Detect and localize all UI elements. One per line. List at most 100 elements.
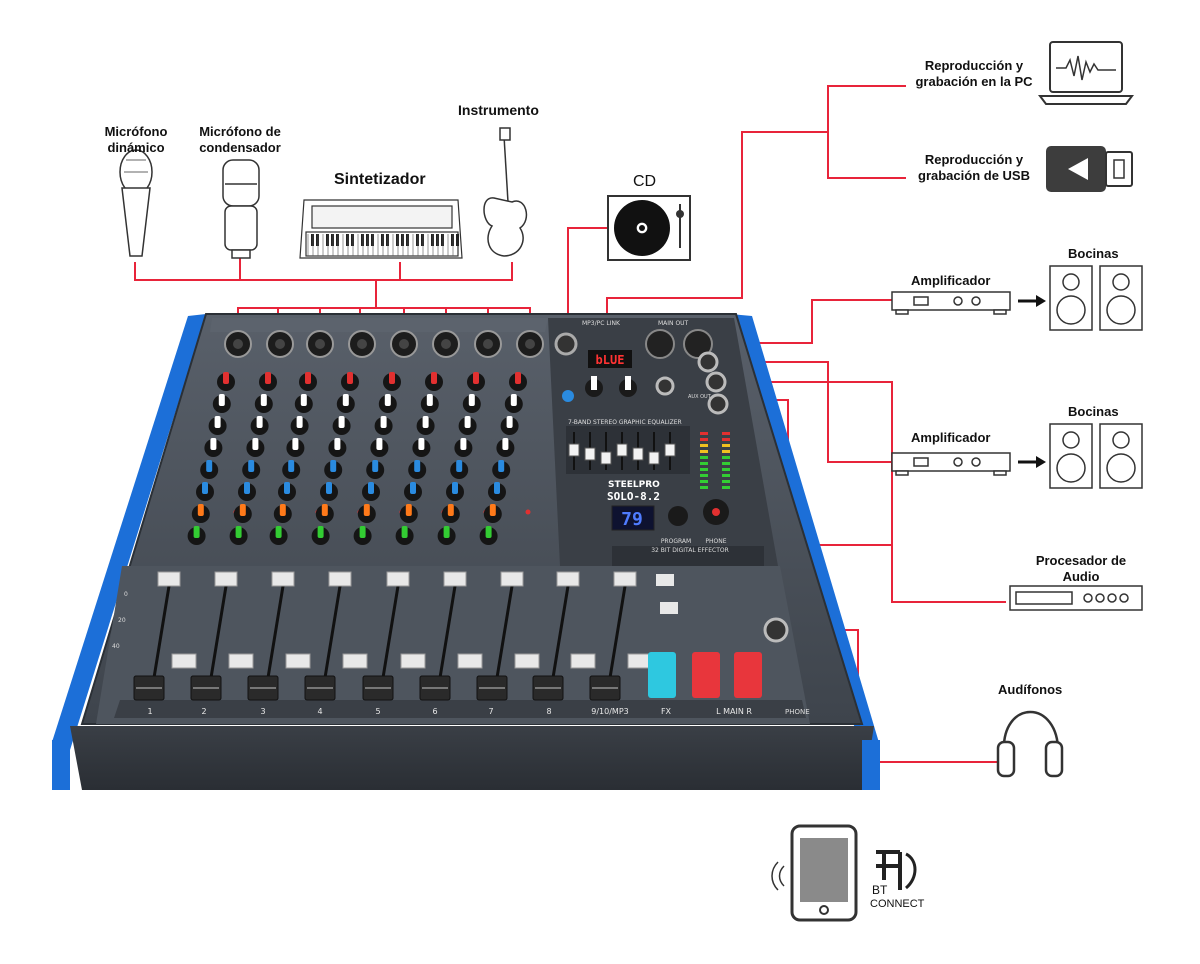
synth-black-key	[421, 234, 424, 246]
fx-aux-button	[656, 574, 674, 586]
channel-fader	[133, 571, 197, 701]
bt-label: BT	[872, 883, 888, 897]
bluetooth-icon	[876, 850, 917, 890]
synth-black-key	[456, 234, 459, 246]
synth-black-key	[351, 234, 354, 246]
channel-number-label: 7	[488, 707, 493, 716]
channel-strip	[395, 330, 460, 545]
knob-indicator	[447, 504, 454, 516]
knob-indicator	[239, 504, 246, 516]
meter-led	[722, 462, 730, 465]
synth-black-key	[436, 234, 439, 246]
knob-indicator	[338, 416, 345, 428]
speaker-icon	[1049, 423, 1143, 489]
amplifier-1-label: Amplificador	[911, 273, 991, 288]
knob-indicator	[202, 482, 208, 494]
knob-indicator	[256, 416, 263, 428]
knob-indicator	[389, 372, 395, 384]
knob-indicator	[456, 460, 463, 472]
channel-fader	[304, 571, 368, 701]
knob-indicator	[326, 482, 332, 494]
knob-indicator	[235, 526, 242, 538]
synth-black-key	[386, 234, 389, 246]
knob-indicator	[431, 372, 437, 384]
synth-black-key	[311, 234, 314, 246]
xlr-jack-center	[315, 339, 325, 349]
usb-label: Reproducción y grabación de USB	[918, 152, 1030, 183]
knob-indicator	[506, 416, 513, 428]
mute-button	[157, 571, 181, 587]
pfl-button	[285, 653, 311, 669]
meter-led	[722, 444, 730, 447]
channel-fader	[247, 571, 311, 701]
synth-black-key	[396, 234, 399, 246]
xlr-jack-center	[233, 339, 243, 349]
synth-black-key	[401, 234, 404, 246]
eq-slider-cap	[584, 447, 596, 461]
knob-indicator	[410, 482, 416, 494]
speakers-2-label: Bocinas	[1068, 404, 1119, 419]
pfl-button	[400, 653, 426, 669]
synth-black-key	[336, 234, 339, 246]
knob-indicator	[275, 526, 282, 538]
channel-fader	[362, 571, 426, 701]
phone-knob-label: PHONE	[705, 538, 726, 545]
xlr-jack-center	[399, 339, 409, 349]
meter-led	[700, 462, 708, 465]
channel-number-label: 2	[201, 707, 206, 716]
mute-button	[556, 571, 580, 587]
headphones-label: Audífonos	[998, 682, 1063, 697]
input-section-label: MP3/PC LINK	[582, 320, 621, 327]
meter-led	[722, 450, 730, 453]
channel-strip	[269, 330, 334, 545]
synth-black-key	[431, 234, 434, 246]
knob-indicator	[218, 394, 225, 406]
xlr-jack-center	[275, 339, 285, 349]
eq-slider-cap	[664, 443, 676, 457]
knob-indicator	[401, 526, 408, 538]
knob-indicator	[284, 482, 290, 494]
synth-label: Sintetizador	[334, 171, 426, 188]
knob-indicator	[244, 482, 250, 494]
headphones-icon	[996, 710, 1064, 778]
amplifier-icon	[891, 452, 1011, 476]
knob-indicator	[384, 394, 391, 406]
meter-led	[722, 432, 730, 435]
knob-indicator	[265, 372, 271, 384]
cd-label: CD	[633, 173, 657, 190]
synth-black-key	[346, 234, 349, 246]
knob-indicator	[342, 394, 349, 406]
knob-indicator	[452, 482, 458, 494]
channel-fader	[589, 571, 653, 701]
level-meter	[700, 432, 730, 489]
fader-track	[321, 579, 343, 691]
mute-button	[386, 571, 410, 587]
graphic-eq-sliders[interactable]	[568, 432, 676, 470]
knob-indicator	[372, 460, 379, 472]
channel-number-label: 5	[375, 707, 380, 716]
knob-indicator	[368, 482, 374, 494]
amplifier-icon	[891, 291, 1011, 315]
knob-indicator	[359, 526, 366, 538]
pfl-button	[457, 653, 483, 669]
phone-label: PHONE	[785, 708, 810, 716]
effector-title: 32 BIT DIGITAL EFFECTOR	[651, 547, 729, 554]
eq-slider-cap	[600, 451, 612, 465]
mute-button	[214, 571, 238, 587]
effect-display: 79	[621, 509, 643, 530]
knob-indicator	[468, 394, 475, 406]
knob-indicator	[502, 438, 509, 450]
knob-indicator	[206, 460, 213, 472]
meter-led	[722, 456, 730, 459]
meter-led	[700, 480, 708, 483]
knob-indicator	[193, 526, 200, 538]
program-knob[interactable]	[668, 506, 688, 526]
channel-strip	[187, 330, 252, 545]
knob-indicator	[426, 394, 433, 406]
channel-strip	[353, 330, 418, 545]
program-label: PROGRAM	[661, 538, 691, 545]
knob-indicator	[214, 416, 221, 428]
synth-black-key	[316, 234, 319, 246]
